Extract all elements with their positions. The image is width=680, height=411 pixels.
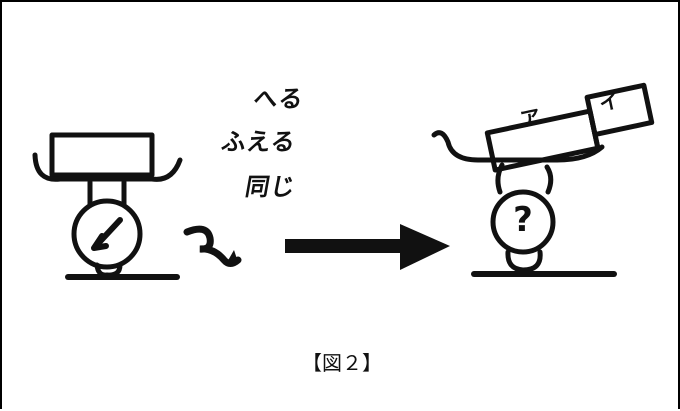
left-pan xyxy=(32,152,183,182)
squiggle-arrow-head xyxy=(226,250,238,264)
right-blocks xyxy=(484,82,655,173)
left-scale xyxy=(32,132,183,280)
question-mark: ? xyxy=(513,200,533,240)
left-needle xyxy=(91,217,123,251)
right-pan xyxy=(431,130,605,163)
left-dial xyxy=(71,198,143,270)
right-neck xyxy=(495,162,554,195)
main-arrow xyxy=(285,224,450,270)
label-increase: ふえる xyxy=(219,128,298,156)
right-dial xyxy=(490,189,556,255)
label-decrease: へる xyxy=(251,85,306,113)
left-neck xyxy=(87,179,127,207)
right-scale xyxy=(431,82,655,277)
figure-caption: 【図２】 xyxy=(302,351,382,375)
label-same: 同じ xyxy=(243,173,299,201)
right-foot xyxy=(505,249,543,273)
left-block xyxy=(49,132,155,178)
